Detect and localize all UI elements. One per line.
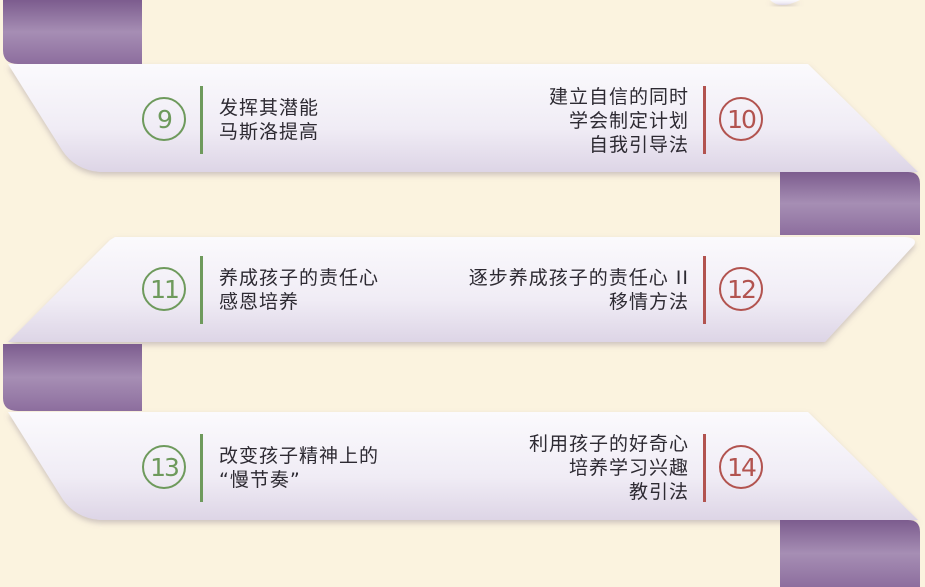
- step-9-line-2: 马斯洛提高: [219, 121, 320, 143]
- step-11-line-2: 感恩培养: [219, 291, 300, 313]
- step-text-9: 发挥其潜能 马斯洛提高: [219, 96, 319, 144]
- fold-right-3: [780, 520, 920, 587]
- divider-line-14: [703, 434, 706, 502]
- ribbon-band-3: [8, 412, 918, 520]
- step-number-12: 12: [719, 267, 763, 311]
- step-11-line-1: 养成孩子的责任心: [219, 267, 380, 289]
- step-number-11: 11: [142, 267, 186, 311]
- step-text-12: 逐步养成孩子的责任心 II 移情方法: [469, 266, 689, 314]
- step-text-14: 利用孩子的好奇心 培养学习兴趣 教引法: [529, 432, 689, 504]
- step-13-line-2: “慢节奏”: [219, 469, 301, 491]
- divider-line-13: [200, 434, 203, 502]
- step-14-line-1: 利用孩子的好奇心: [528, 433, 689, 455]
- step-9-line-1: 发挥其潜能: [219, 97, 320, 119]
- step-12-line-2: 移情方法: [608, 291, 689, 313]
- step-14-line-2: 培养学习兴趣: [568, 457, 689, 479]
- fold-top-left: [3, 0, 142, 64]
- fold-left-2: [3, 344, 142, 411]
- fold-right-1: [780, 172, 920, 235]
- divider-line-9: [200, 86, 203, 154]
- step-text-10: 建立自信的同时 学会制定计划 自我引导法: [549, 85, 689, 157]
- step-number-14: 14: [719, 445, 763, 489]
- ribbon-band-1: [8, 64, 918, 172]
- step-text-11: 养成孩子的责任心 感恩培养: [219, 266, 379, 314]
- divider-line-12: [703, 256, 706, 324]
- step-number-10: 10: [719, 97, 763, 141]
- step-10-line-2: 学会制定计划: [568, 110, 689, 132]
- step-12-line-1: 逐步养成孩子的责任心 II: [468, 267, 689, 289]
- step-text-13: 改变孩子精神上的 “慢节奏”: [219, 444, 379, 492]
- step-number-9: 9: [142, 97, 186, 141]
- step-10-line-3: 自我引导法: [588, 134, 689, 156]
- step-13-line-1: 改变孩子精神上的: [219, 445, 380, 467]
- step-14-line-3: 教引法: [628, 481, 689, 503]
- step-10-line-1: 建立自信的同时: [548, 86, 689, 108]
- divider-line-11: [200, 256, 203, 324]
- divider-line-10: [703, 86, 706, 154]
- step-number-13: 13: [142, 445, 186, 489]
- ribbon-band-2: [8, 237, 915, 342]
